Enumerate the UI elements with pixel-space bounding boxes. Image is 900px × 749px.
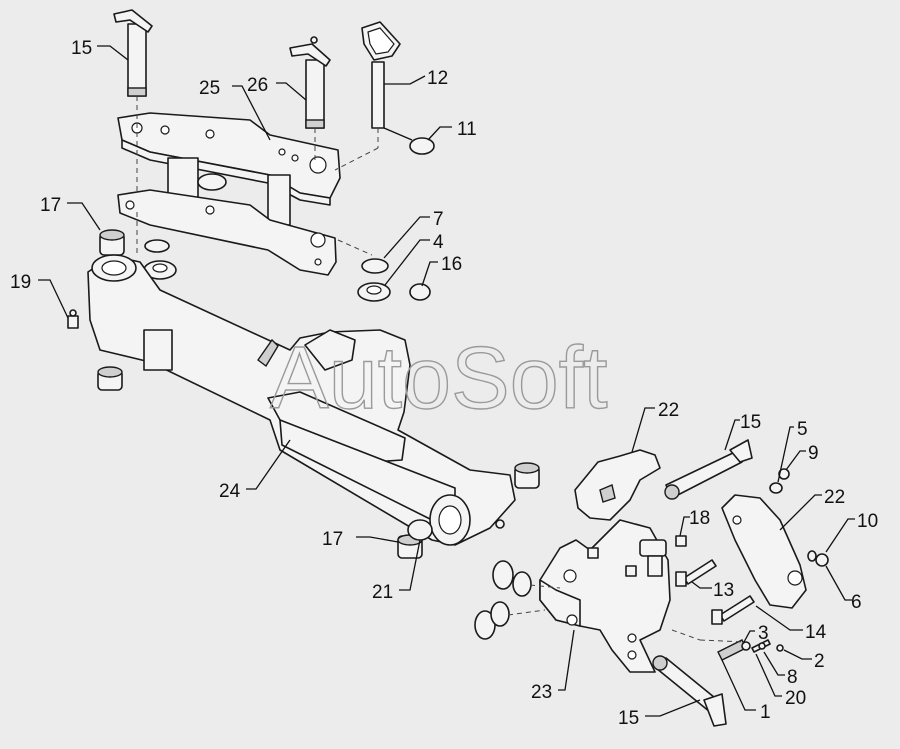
callout-labels: 15 25 26 12 11 17 7 4 16 19 22 15 5 9 22… [10, 38, 878, 729]
upper-bracket-assembly [117, 112, 341, 276]
pin-15-bottom [652, 655, 727, 727]
callout-24: 24 [219, 481, 241, 502]
callout-15-bottom: 15 [618, 708, 639, 729]
link-22-right [721, 494, 807, 609]
washer-5 [769, 482, 783, 494]
callout-15-top: 15 [71, 38, 92, 59]
callout-9: 9 [808, 443, 819, 464]
hinge-bracket-23 [539, 519, 671, 673]
bracket-bottom-plate [117, 189, 337, 276]
nut-top-left [143, 260, 177, 280]
callout-25: 25 [199, 78, 220, 99]
callout-11: 11 [457, 119, 477, 140]
callout-2: 2 [814, 651, 825, 672]
callout-10: 10 [857, 511, 878, 532]
nut-4 [357, 282, 391, 302]
washer-10 [807, 550, 817, 562]
swing-arm-24 [87, 254, 516, 546]
washer-top-left [144, 239, 170, 253]
callout-26: 26 [247, 75, 268, 96]
callout-16: 16 [441, 254, 462, 275]
callout-5: 5 [797, 419, 808, 440]
callout-22-upper: 22 [658, 400, 679, 421]
grease-fitting-19 [67, 309, 79, 329]
washer-9 [778, 468, 790, 480]
bolt-14 [711, 595, 755, 625]
callout-leaders [38, 45, 855, 717]
bolt-1 [717, 639, 751, 661]
nut-6 [815, 553, 829, 567]
ring-clip-11 [383, 127, 435, 155]
pin-26 [289, 36, 331, 129]
bolt-13 [675, 559, 717, 587]
bolt-head-18b [675, 535, 687, 547]
callout-20: 20 [785, 688, 806, 709]
bushing-17-top [99, 229, 125, 256]
nut-washer-stack-lower [474, 601, 510, 640]
callout-12: 12 [427, 68, 448, 89]
callout-3: 3 [758, 623, 769, 644]
bushing-arm-right [514, 462, 540, 489]
nut-16 [409, 283, 431, 301]
bolt-head-18a [587, 547, 599, 559]
callout-21: 21 [372, 582, 393, 603]
watermark-text: AutoSoft [270, 328, 608, 427]
callout-22-right: 22 [824, 487, 845, 508]
bushing-under-arm [97, 366, 123, 391]
callout-6: 6 [851, 592, 862, 613]
bushing-21 [407, 519, 433, 541]
callout-18: 18 [689, 508, 710, 529]
pin-2 [776, 644, 784, 652]
nut-washer-stack-upper [492, 560, 532, 597]
callout-17-top: 17 [40, 195, 61, 216]
callout-15-middle: 15 [740, 412, 761, 433]
pin-12 [361, 21, 401, 129]
callout-8: 8 [787, 667, 798, 688]
callout-13: 13 [713, 580, 734, 601]
bolt-head-18c [625, 565, 637, 577]
washer-8 [758, 642, 766, 650]
washer-7 [361, 258, 389, 274]
callout-17-lower: 17 [322, 529, 343, 550]
link-22-upper [574, 449, 661, 521]
callout-14: 14 [805, 622, 827, 643]
callout-23: 23 [531, 682, 552, 703]
callout-7: 7 [433, 209, 444, 230]
callout-19: 19 [10, 272, 31, 293]
callout-1: 1 [760, 702, 771, 723]
pin-15-middle [664, 439, 753, 500]
callout-4: 4 [433, 232, 444, 253]
